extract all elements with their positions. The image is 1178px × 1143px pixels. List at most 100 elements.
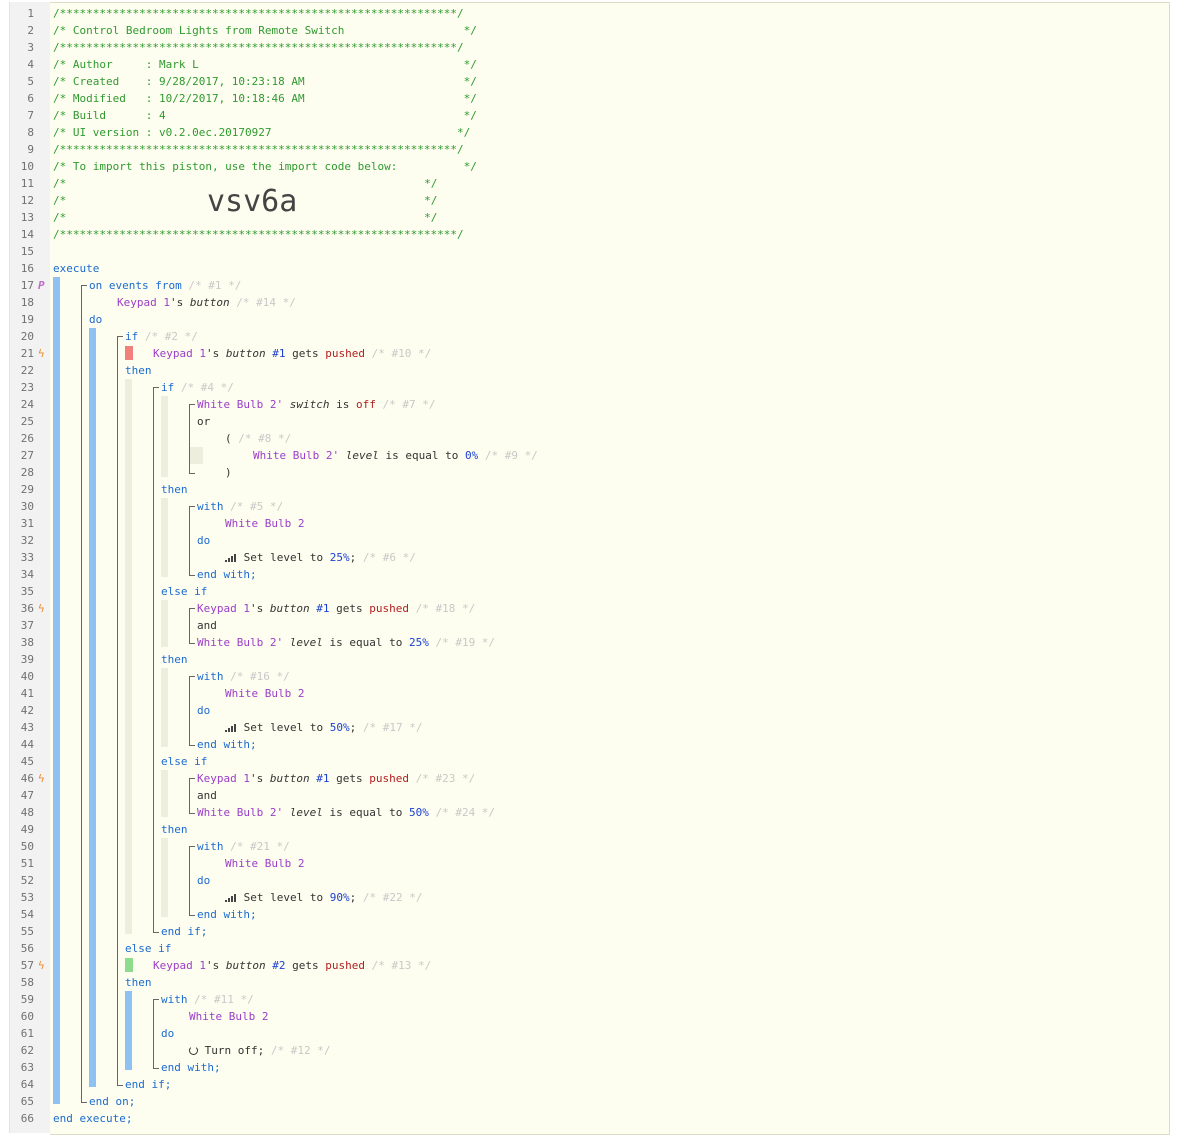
code-line: execute [53,260,99,277]
header-border: /***************************************… [53,143,464,156]
and-condition-bracket-2 [189,778,195,814]
code-line: /* UI version : v0.2.0ec.20170927 */ [53,124,470,141]
code-line: or [197,413,210,430]
comment-10: /* #10 */ [371,347,432,360]
condition-true-indicator [125,958,133,972]
value-0: 0% [464,449,479,462]
keyword-then: then [125,976,152,989]
line-number: 4 [27,58,34,71]
cond-bar-2 [161,600,168,647]
code-line: end if; [161,923,207,940]
value-pushed: pushed [369,602,409,615]
or-condition-bracket [189,404,195,474]
keyword-do: do [161,1027,175,1040]
keyword-end-with: end with; [161,1061,221,1074]
keyword-do: do [197,704,211,717]
code-line: /* [53,192,66,209]
semicolon: ; [349,891,357,904]
comment-21: /* #21 */ [230,840,290,853]
code-line: end with; [197,566,257,583]
keyword-else-if: else if [161,585,208,598]
line-number: 45 [20,755,34,768]
line-number: 58 [20,976,34,989]
line-number: 23 [20,381,34,394]
code-line: else if [161,753,207,770]
device-keypad: Keypad 1 [197,772,250,785]
code-line: */ [424,192,437,209]
comment-close: */ [424,211,438,224]
signal-level-icon [225,722,237,732]
header-border: /***************************************… [53,41,464,54]
line-number: 55 [20,925,34,938]
device-bulb: White Bulb 2' [197,806,284,819]
code-line: do [89,311,102,328]
lightning-icon: ϟ [38,347,45,360]
possessive: 's [249,602,264,615]
code-line: /* Modified : 10/2/2017, 10:18:46 AM */ [53,90,477,107]
keyword-end-on: end on; [89,1095,136,1108]
with-bracket-1 [189,506,195,576]
code-line: do [197,532,210,549]
line-number: 1 [27,7,34,20]
command-set-level: Set level to [243,551,324,564]
line-number: 15 [20,245,34,258]
command-set-level: Set level to [243,891,324,904]
header-title: /* Control Bedroom Lights from Remote Sw… [53,24,477,37]
line-number: 8 [27,126,34,139]
header-created: /* Created : 9/28/2017, 10:23:18 AM */ [53,75,477,88]
keyword-with: with [197,670,224,683]
else-then-bar [125,991,132,1070]
line-number: 41 [20,687,34,700]
line-number: 60 [20,1010,34,1023]
line-number: 11 [20,177,34,190]
with-device-bar [161,515,168,530]
line-number: 29 [20,483,34,496]
code-line: White Bulb 2 [225,515,304,532]
value-50: 50% [408,806,429,819]
comment-22: /* #22 */ [362,891,423,904]
code-line: White Bulb 2' switch is off /* #7 */ [197,396,435,413]
comment-24: /* #24 */ [435,806,496,819]
code-line: Keypad 1's button /* #14 */ [117,294,296,311]
keyword-else-if: else if [161,755,208,768]
comment-7: /* #7 */ [382,398,436,411]
header-modified: /* Modified : 10/2/2017, 10:18:46 AM */ [53,92,477,105]
possessive: 's [205,959,220,972]
code-line: then [161,821,188,838]
with-bar-1 [161,498,168,577]
device-bulb: White Bulb 2' [197,636,284,649]
code-line: /* Build : 4 */ [53,107,477,124]
op-gets: gets [292,347,319,360]
line-number: 47 [20,789,34,802]
code-line: /* Author : Mark L */ [53,56,477,73]
op-is: is [336,398,350,411]
keyword-or: or [197,415,211,428]
code-line: Keypad 1's button #1 gets pushed /* #23 … [197,770,475,787]
attr-level: level [289,806,323,819]
line-number: 65 [20,1095,34,1108]
line-number: 64 [20,1078,34,1091]
line-number: 31 [20,517,34,530]
keyword-end-with: end with; [197,568,257,581]
code-line: Keypad 1's button #1 gets pushed /* #10 … [153,345,431,362]
device-bulb: White Bulb 2' [197,398,284,411]
header-author: /* Author : Mark L */ [53,58,477,71]
line-number: 24 [20,398,34,411]
possessive: 's [205,347,220,360]
line-number: 53 [20,891,34,904]
line-number: 2 [27,24,34,37]
comment-12: /* #12 */ [270,1044,331,1057]
op-gets: gets [292,959,319,972]
code-line: /***************************************… [53,5,464,22]
semicolon: ; [349,551,357,564]
line-number: 9 [27,143,34,156]
code-line: White Bulb 2 [225,685,304,702]
code-line: and [197,787,217,804]
button-number: #1 [272,347,286,360]
code-line: /* To import this piston, use the import… [53,158,477,175]
keyword-with: with [197,500,224,513]
keyword-do: do [89,313,103,326]
line-number: 17 [20,279,34,292]
line-number: 14 [20,228,34,241]
